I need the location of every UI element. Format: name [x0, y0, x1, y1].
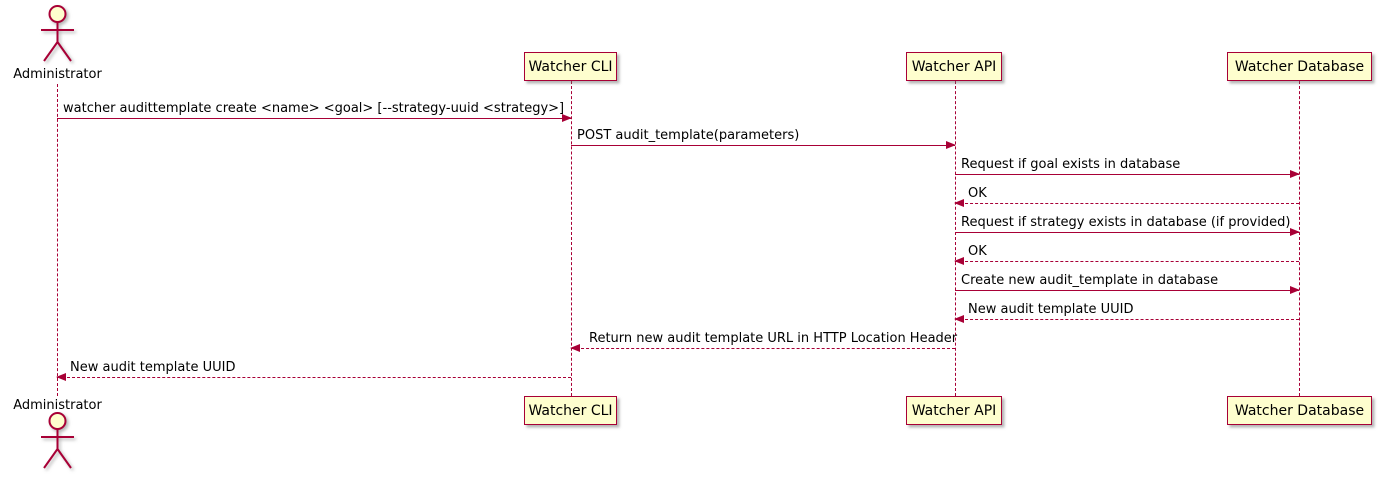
arrowhead-icon	[954, 199, 964, 207]
message-request-goal-exists: Request if goal exists in database	[955, 156, 1300, 178]
message-new-audit-template-uuid-cli: New audit template UUID	[56, 359, 571, 381]
message-label: New audit template UUID	[968, 302, 1134, 317]
participant-watcher-api-top: Watcher API	[906, 52, 1002, 81]
participant-label: Watcher API	[911, 58, 997, 75]
message-label: Return new audit template URL in HTTP Lo…	[589, 331, 958, 346]
actor-icon	[41, 5, 74, 62]
message-arrow	[57, 114, 572, 122]
message-create-audit-template-db: Create new audit_template in database	[955, 272, 1300, 294]
lifeline-watcher-cli	[571, 81, 572, 396]
message-post-audit-template: POST audit_template(parameters)	[571, 127, 956, 149]
arrowhead-icon	[1290, 228, 1300, 236]
actor-icon	[41, 412, 74, 469]
message-label: Request if strategy exists in database (…	[961, 215, 1291, 230]
message-label: Request if goal exists in database	[961, 157, 1181, 172]
participant-watcher-api-bottom: Watcher API	[906, 396, 1002, 425]
message-arrow	[954, 199, 1299, 207]
participant-watcher-cli-bottom: Watcher CLI	[524, 396, 617, 425]
message-ok-goal: OK	[954, 185, 1299, 207]
arrowhead-icon	[954, 257, 964, 265]
message-ok-strategy: OK	[954, 243, 1299, 265]
message-arrow	[954, 315, 1299, 323]
arrowhead-icon	[1290, 286, 1300, 294]
message-arrow	[955, 228, 1300, 236]
participant-watcher-cli-top: Watcher CLI	[524, 52, 617, 81]
arrowhead-icon	[1290, 170, 1300, 178]
message-new-audit-template-uuid-db: New audit template UUID	[954, 301, 1299, 323]
message-arrow	[571, 141, 956, 149]
arrowhead-icon	[570, 344, 580, 352]
actor-label: Administrator	[13, 67, 102, 82]
participant-watcher-database-top: Watcher Database	[1227, 52, 1372, 81]
message-arrow	[955, 170, 1300, 178]
arrowhead-icon	[56, 373, 66, 381]
message-arrow	[570, 344, 955, 352]
participant-label: Watcher CLI	[528, 58, 613, 75]
arrowhead-icon	[954, 315, 964, 323]
message-label: New audit template UUID	[70, 360, 236, 375]
message-label: watcher audittemplate create <name> <goa…	[63, 101, 565, 116]
lifeline-watcher-api	[955, 81, 956, 396]
participant-label: Watcher API	[911, 402, 997, 419]
message-arrow	[955, 286, 1300, 294]
participant-label: Watcher Database	[1234, 58, 1365, 75]
message-arrow	[954, 257, 1299, 265]
message-label: POST audit_template(parameters)	[577, 128, 800, 143]
message-label: OK	[968, 244, 987, 259]
participant-label: Watcher CLI	[528, 402, 613, 419]
lifeline-watcher-database	[1299, 81, 1300, 396]
message-label: OK	[968, 186, 987, 201]
lifeline-administrator	[57, 84, 58, 396]
participant-watcher-database-bottom: Watcher Database	[1227, 396, 1372, 425]
actor-label: Administrator	[13, 398, 102, 413]
message-label: Create new audit_template in database	[961, 273, 1219, 288]
message-request-strategy-exists: Request if strategy exists in database (…	[955, 214, 1300, 236]
message-arrow	[56, 373, 571, 381]
participant-label: Watcher Database	[1234, 402, 1365, 419]
message-create-audittemplate: watcher audittemplate create <name> <goa…	[57, 100, 572, 122]
arrowhead-icon	[562, 114, 572, 122]
message-return-url-location-header: Return new audit template URL in HTTP Lo…	[570, 330, 958, 352]
arrowhead-icon	[946, 141, 956, 149]
